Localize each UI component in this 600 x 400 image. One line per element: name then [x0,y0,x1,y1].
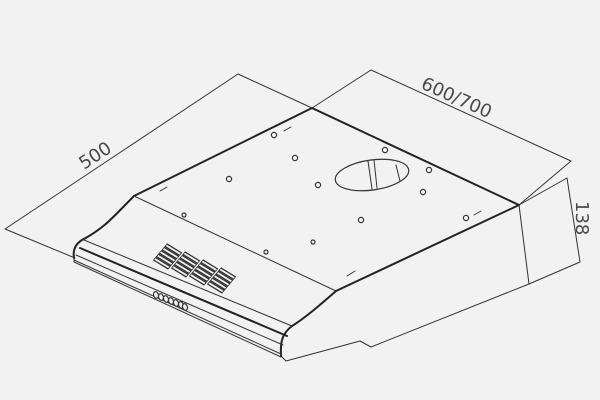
fascia-line-4 [73,259,282,355]
hood-right-underside [280,204,530,362]
vent-slot [158,250,177,263]
mounting-hole [310,239,316,245]
vent-slot [176,258,195,271]
width-dimension-lines [311,69,572,206]
exhaust-hole-inner-lines [367,159,401,190]
vent-grille [170,251,201,278]
vent-slot [206,280,225,294]
vent-slot [182,251,201,264]
mounting-hole [462,214,470,222]
vent-slot [179,254,198,268]
vent-slot [170,264,189,278]
mounting-hole [314,181,322,189]
mounting-slot [346,270,356,277]
hood-body [72,107,530,362]
vent-slot [191,269,210,283]
mounting-hole [225,175,233,183]
mounting-hole [263,249,269,255]
vent-slot [197,262,216,276]
hood-front-left-curve [72,195,135,259]
vent-slot [200,259,219,272]
control-buttons [152,291,189,311]
vent-slot [188,272,207,286]
mounting-hole [270,131,278,139]
height-dimension-label: 138 [571,201,592,235]
exhaust-hole [334,158,410,192]
vent-slot [218,267,237,280]
mounting-slot [473,210,482,216]
hood-front-top-edge [133,195,337,292]
mounting-hole [357,216,365,224]
vent-grille [188,259,219,286]
mounting-slots [159,126,482,277]
vent-grille [152,243,183,270]
vent-slot [152,256,171,270]
vent-slot [164,243,183,256]
vent-grille [206,267,237,294]
fascia-line-1 [83,239,293,327]
mounting-hole [181,212,187,218]
fascia-line-2 [79,247,288,337]
vent-grilles [152,243,237,294]
mounting-hole [381,146,389,154]
mounting-holes [181,131,470,255]
mounting-hole [419,188,427,196]
vent-slot [161,246,180,260]
depth-dimension-lines [4,73,313,259]
hood-front-right-curve [279,290,337,357]
height-dimension-lines [518,177,581,285]
fascia-bottom [73,257,282,358]
depth-dimension: 500 [4,73,313,259]
vent-slot [209,277,228,291]
vent-slot [194,266,213,279]
control-button [181,303,189,311]
width-dimension-label: 600/700 [418,73,495,123]
mounting-slot [159,186,168,192]
mounting-slot [283,126,292,132]
vent-slot [212,274,231,287]
mounting-hole [425,166,433,174]
height-dimension: 138 [518,177,592,285]
fascia-line-3 [75,254,284,346]
mounting-hole [291,154,299,162]
vent-slot [215,270,234,284]
hood-top-edge [133,107,520,292]
vent-slot [173,261,192,275]
vent-slot [155,253,174,267]
